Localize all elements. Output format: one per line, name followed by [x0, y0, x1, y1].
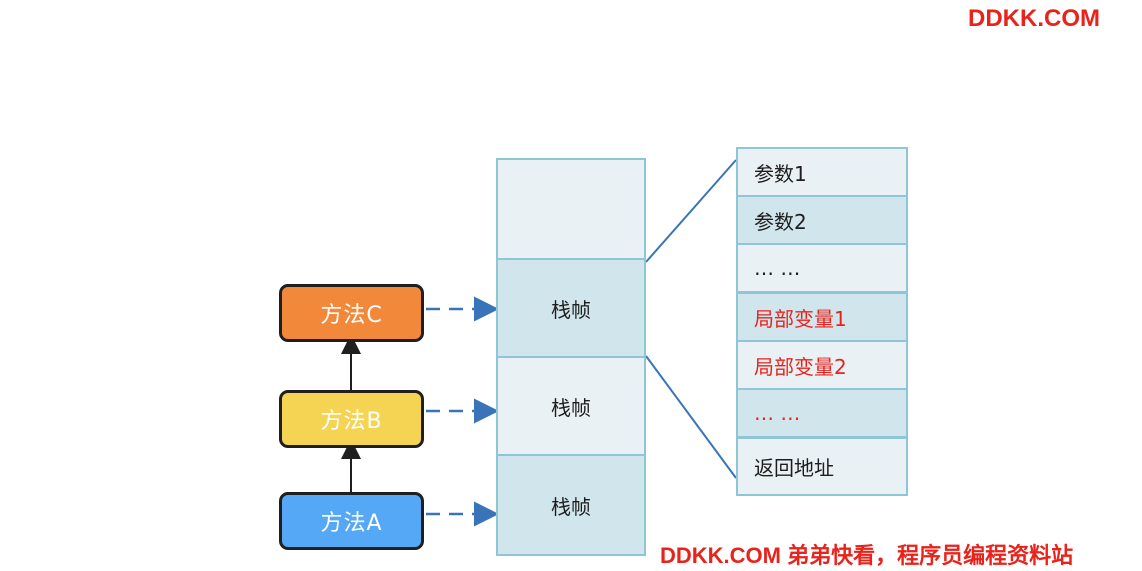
stack-frame-c: 栈帧 [496, 258, 646, 358]
expand-line-bottom [645, 355, 737, 479]
stack-empty-slot [496, 158, 646, 260]
stack-frame-a: 栈帧 [496, 454, 646, 556]
frame-local-2: 局部变量2 [736, 340, 908, 390]
frame-local-2-label: 局部变量2 [754, 354, 847, 379]
frame-ellipsis-2: … … [736, 388, 908, 438]
method-b-label: 方法B [320, 409, 383, 434]
method-a-box: 方法A [279, 492, 424, 550]
frame-return-address-label: 返回地址 [754, 456, 834, 480]
expand-line-top [645, 159, 737, 263]
method-c-label: 方法C [320, 303, 383, 328]
frame-param-1: 参数1 [736, 147, 908, 197]
frame-param-2: 参数2 [736, 195, 908, 245]
frame-param-2-label: 参数2 [754, 209, 807, 234]
stack-frame-b: 栈帧 [496, 356, 646, 456]
frame-return-address: 返回地址 [736, 437, 908, 496]
frame-ellipsis-1-label: … … [754, 256, 801, 280]
stack-frame-b-label: 栈帧 [551, 395, 591, 420]
watermark-bottom: DDKK.COM 弟弟快看，程序员编程资料站 [660, 543, 1074, 568]
method-b-box: 方法B [279, 390, 424, 448]
method-a-label: 方法A [320, 511, 383, 536]
frame-local-1-label: 局部变量1 [754, 306, 847, 331]
watermark-top: DDKK.COM [968, 5, 1100, 32]
stack-frame-a-label: 栈帧 [551, 494, 591, 519]
frame-param-1-label: 参数1 [754, 161, 807, 186]
frame-local-1: 局部变量1 [736, 292, 908, 342]
method-c-box: 方法C [279, 284, 424, 342]
frame-ellipsis-1: … … [736, 243, 908, 293]
stack-frame-c-label: 栈帧 [551, 297, 591, 322]
frame-ellipsis-2-label: … … [754, 401, 801, 425]
